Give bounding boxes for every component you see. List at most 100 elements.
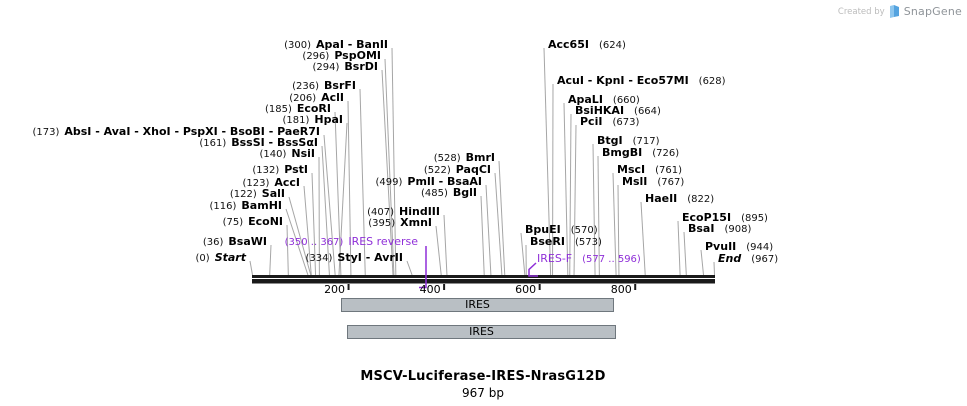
ruler-tick <box>443 284 446 290</box>
site-label: (173)AbsI - AvaI - XhoI - PspXI - BsoBI … <box>32 125 320 139</box>
ruler-tick <box>634 284 637 290</box>
site-label: ApaLI(660) <box>568 93 640 107</box>
site-leader-line <box>498 160 506 276</box>
site-leader-line <box>338 122 348 276</box>
site-leader-line <box>285 208 309 276</box>
site-label: BtgI(717) <box>597 134 660 148</box>
site-leader-line <box>321 145 330 276</box>
watermark: Created by SnapGene <box>838 5 962 18</box>
site-leader-line <box>435 225 442 276</box>
site-leader-line <box>569 113 572 276</box>
site-leader-line <box>311 172 317 276</box>
site-leader-line <box>381 69 394 276</box>
primer-label: (350 .. 367)IRES reverse <box>284 235 418 249</box>
primer-arrow <box>528 262 538 277</box>
site-label: EcoP15I(895) <box>682 211 768 225</box>
site-leader-line <box>288 196 312 276</box>
site-leader-line <box>640 201 646 276</box>
ruler-tick-label: 600 <box>515 283 537 296</box>
site-label: PvuII(944) <box>705 240 774 254</box>
construct-length: 967 bp <box>462 386 504 400</box>
site-label: (185)EcoRI <box>264 102 331 116</box>
site-label: BsaI(908) <box>688 222 752 236</box>
site-label: (528)BmrI <box>433 151 495 165</box>
ruler-tick-label: 200 <box>324 283 346 296</box>
primer-arrow <box>419 246 427 289</box>
site-label: HaeII(822) <box>645 192 715 206</box>
site-label: (36)BsaWI <box>202 235 267 249</box>
site-label: (75)EcoNI <box>222 215 283 229</box>
site-label: (395)XmnI <box>368 216 432 230</box>
site-leader-line <box>563 102 569 276</box>
site-label: (407)HindIII <box>367 205 440 219</box>
site-leader-line <box>303 185 312 276</box>
site-label: (132)PstI <box>252 163 308 177</box>
feature-label: IRES <box>469 325 494 338</box>
site-leader-line <box>520 232 526 276</box>
feature-label: IRES <box>465 298 490 311</box>
primer-label: IRES-F(577 .. 596) <box>537 252 641 266</box>
site-label: (294)BsrDI <box>312 60 378 74</box>
site-leader-line <box>543 47 552 276</box>
site-leader-line <box>249 260 253 276</box>
site-leader-line <box>683 231 687 276</box>
feature-box: IRES <box>341 298 614 312</box>
site-label: MscI(761) <box>617 163 682 177</box>
site-label: (236)BsrFI <box>292 79 356 93</box>
site-leader-line <box>286 224 289 276</box>
site-leader-line <box>677 220 681 276</box>
site-label: (123)AccI <box>242 176 300 190</box>
ruler-tick-label: 400 <box>419 283 441 296</box>
site-leader-line <box>612 172 617 276</box>
site-label: (485)BglI <box>420 186 477 200</box>
site-leader-line <box>592 143 596 276</box>
site-label: (522)PaqCI <box>423 163 491 177</box>
snapgene-brand-text: SnapGene <box>903 5 962 18</box>
site-label: BpuEI(570) <box>525 223 598 237</box>
site-label: BseRI(573) <box>530 235 602 249</box>
site-label: PciI(673) <box>580 115 640 129</box>
site-label: (116)BamHI <box>209 199 282 213</box>
site-label: (122)SalI <box>229 187 285 201</box>
snapgene-logo-icon <box>889 5 900 18</box>
site-label: (140)NsiI <box>259 147 315 161</box>
site-leader-line <box>443 214 448 276</box>
site-label: End(967) <box>718 252 779 266</box>
site-label: AcuI - KpnI - Eco57MI(628) <box>557 74 726 88</box>
site-leader-line <box>480 195 485 276</box>
site-leader-line <box>485 184 492 276</box>
site-label: (334)StyI - AvrII <box>305 251 403 265</box>
site-label: BmgBI(726) <box>602 146 680 160</box>
site-label: (296)PspOMI <box>302 49 381 63</box>
site-label: (206)AclI <box>289 91 344 105</box>
feature-box: IRES <box>347 325 616 339</box>
site-leader-line <box>347 100 352 276</box>
site-leader-line <box>713 261 715 276</box>
site-label: Acc65I(624) <box>548 38 626 52</box>
site-label: MslI(767) <box>622 175 685 189</box>
construct-title: MSCV-Luciferase-IRES-NrasG12D <box>360 369 606 384</box>
map-backbone <box>252 279 715 284</box>
site-leader-line <box>269 244 272 276</box>
created-by-text: Created by <box>837 6 885 17</box>
map-backbone <box>252 275 715 278</box>
site-label: (300)ApaI - BanII <box>284 38 388 52</box>
site-label: (499)PmlI - BsaAI <box>375 175 482 189</box>
site-leader-line <box>323 134 336 276</box>
site-label: (161)BssSI - BssSαI <box>199 136 318 150</box>
site-leader-line <box>406 260 413 276</box>
site-leader-line <box>391 47 397 276</box>
site-label: BsiHKAI(664) <box>575 104 661 118</box>
title-block: MSCV-Luciferase-IRES-NrasG12D 967 bp <box>233 369 733 400</box>
site-leader-line <box>597 155 600 276</box>
site-leader-line <box>359 88 366 276</box>
site-leader-line <box>334 111 342 276</box>
site-label: (0)Start <box>195 251 246 265</box>
site-leader-line <box>700 249 705 276</box>
site-leader-line <box>384 58 395 276</box>
site-label: (181)HpaI <box>282 113 344 127</box>
ruler-tick <box>347 284 350 290</box>
ruler-tick <box>538 284 541 290</box>
